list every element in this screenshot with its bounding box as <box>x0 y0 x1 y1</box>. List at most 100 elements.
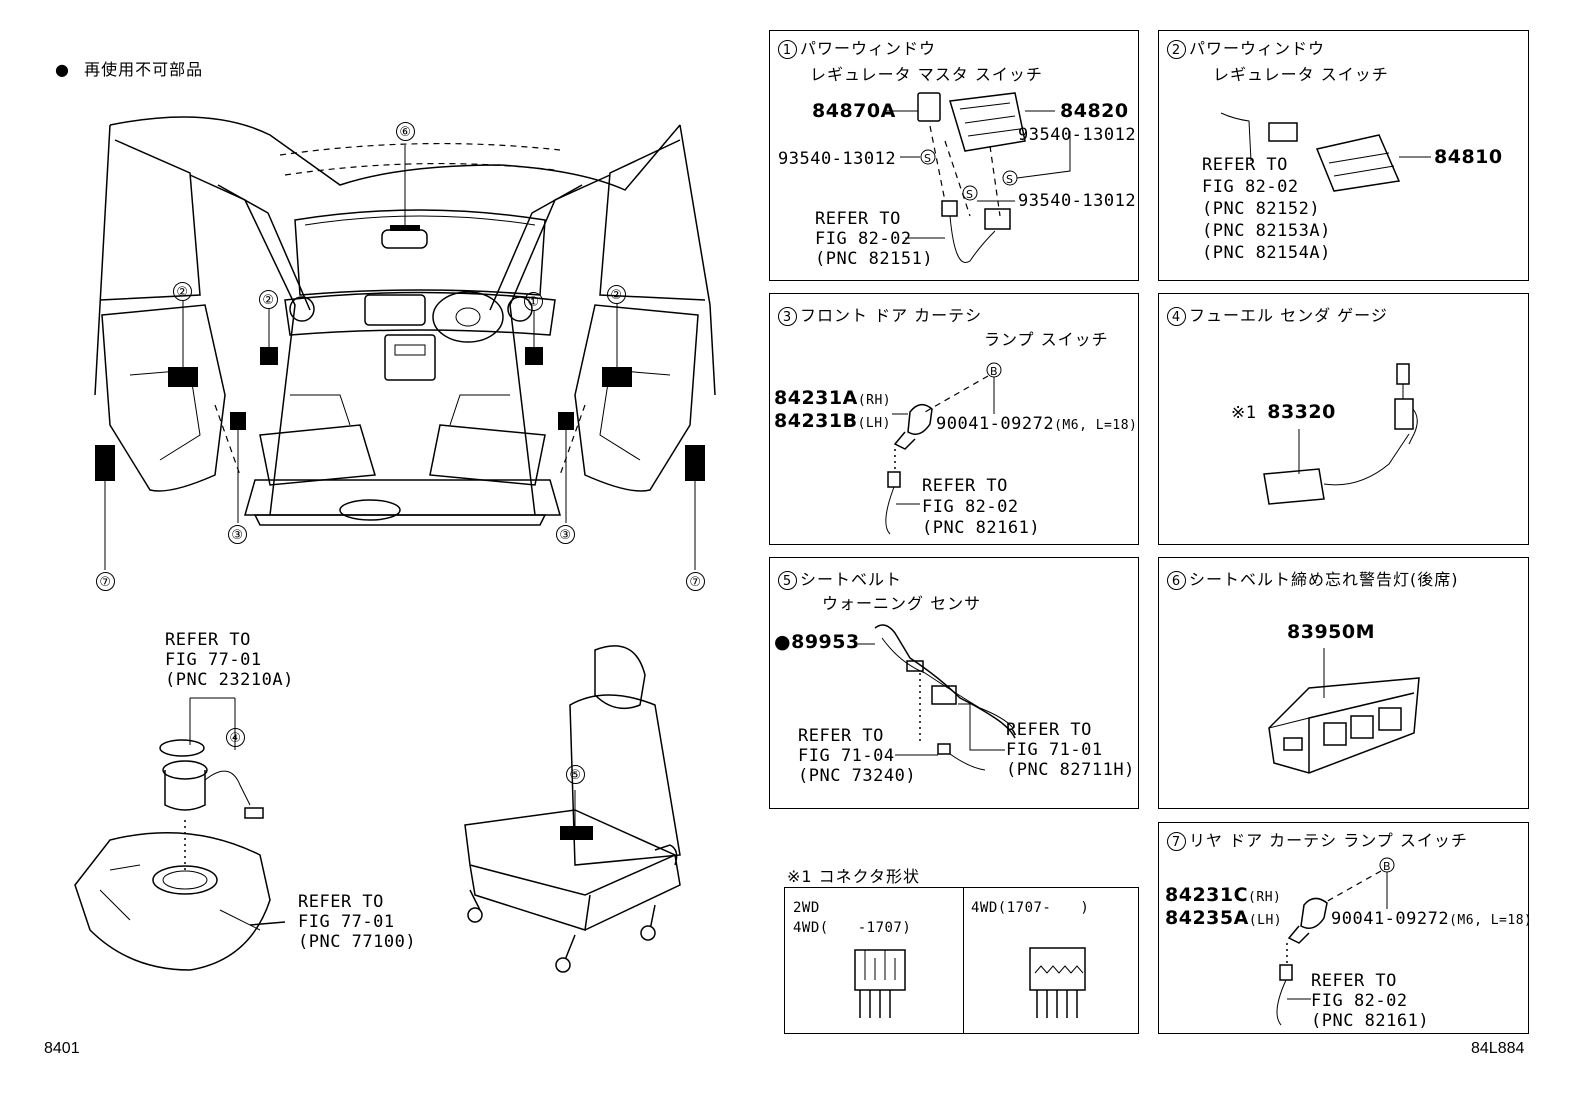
part-number-84231c: 84231C <box>1165 884 1249 906</box>
refer-line: (PNC 82153A) <box>1202 221 1331 241</box>
panel-number-badge: 7 <box>1167 832 1186 851</box>
non-reusable-bullet: ● <box>774 631 792 653</box>
rear-courtesy-switch-drawing: B <box>1276 857 1395 1026</box>
part-number-84235a: 84235A <box>1165 907 1249 929</box>
non-reusable-bullet: ● <box>55 60 70 79</box>
refer-line: REFER TO <box>1006 720 1092 740</box>
legend: ● 再使用不可部品 <box>55 60 203 80</box>
refer-line: FIG 77-01 <box>165 650 262 670</box>
refer-line: (PNC 82161) <box>1311 1011 1430 1031</box>
s-mark-text: S <box>1006 173 1013 186</box>
connector-note-mark: ※1 <box>1231 403 1257 423</box>
refer-line: (PNC 82152) <box>1202 199 1321 219</box>
connector-right-label: 4WD(1707- ) <box>971 900 1090 916</box>
part-number-84231a: 84231A <box>774 387 858 409</box>
callout-7-left: ⑦ <box>96 571 118 591</box>
refer-line: REFER TO <box>298 892 384 912</box>
callout-7-right: ⑦ <box>686 571 708 591</box>
refer-line: (PNC 23210A) <box>165 670 294 690</box>
connector-left-label: 2WD 4WD( -1707) <box>793 898 911 938</box>
refer-line: (PNC 82711H) <box>1006 760 1135 780</box>
callout-2-center: ② <box>259 289 281 309</box>
panel-1-refer: REFER TO FIG 82-02 (PNC 82151) <box>815 209 933 269</box>
bolt-part-number: 90041-09272 <box>936 414 1055 434</box>
refer-line: FIG 71-01 <box>1006 740 1103 760</box>
callout-5: ⑤ <box>566 764 588 784</box>
fuel-pump-refer: REFER TO FIG 77-01 (PNC 23210A) <box>165 630 294 690</box>
panel-7-bolt: 90041-09272(M6, L=18) <box>1331 909 1532 931</box>
part-number-83950m: 83950M <box>1287 621 1376 643</box>
part-number-84820: 84820 <box>1060 100 1129 122</box>
refer-line: (PNC 77100) <box>298 932 417 952</box>
refer-line: REFER TO <box>165 630 251 650</box>
refer-line: FIG 82-02 <box>1202 177 1299 197</box>
s-mark-text: S <box>966 188 973 201</box>
panel-number-badge: 1 <box>778 40 797 59</box>
refer-line: (PNC 82154A) <box>1202 243 1331 263</box>
legend-text: 再使用不可部品 <box>84 60 204 79</box>
panel-number-badge: 6 <box>1167 571 1186 590</box>
panel-5-refer-right: REFER TO FIG 71-01 (PNC 82711H) <box>1006 720 1135 780</box>
screw-part-bottom: 93540-13012 <box>1018 191 1137 211</box>
connector-shape-heading: ※1 コネクタ形状 <box>787 867 921 886</box>
panel-number-badge: 4 <box>1167 307 1186 326</box>
page-code-right: 84L884 <box>1471 1040 1525 1057</box>
refer-line: FIG 82-02 <box>1311 991 1408 1011</box>
bolt-part-number: 90041-09272 <box>1331 909 1450 929</box>
connector-shape-table: 2WD 4WD( -1707) 4WD(1707- ) <box>784 887 1139 1034</box>
b-mark-text: B <box>990 365 998 378</box>
connector-divider <box>963 888 964 1033</box>
refer-line: (PNC 82151) <box>815 249 934 269</box>
b-mark-text: B <box>1383 860 1391 873</box>
part-number-89953: 89953 <box>791 631 860 653</box>
callout-6: ⑥ <box>396 121 418 141</box>
front-courtesy-switch-drawing: B <box>885 362 1002 535</box>
panel-4-part: ※1 83320 <box>1231 402 1336 423</box>
refer-line: REFER TO <box>922 476 1008 496</box>
connector-variant-label: 4WD( -1707) <box>793 920 912 936</box>
refer-line: FIG 77-01 <box>298 912 395 932</box>
panel-2-subtitle: レギュレータ スイッチ <box>1213 65 1389 84</box>
panel-1-subtitle: レギュレータ マスタ スイッチ <box>810 65 1043 84</box>
panel-7-parts: 84231C(RH) 84235A(LH) <box>1165 884 1283 929</box>
panel-3-refer: REFER TO FIG 82-02 (PNC 82161) <box>922 476 1040 539</box>
refer-line: FIG 82-02 <box>815 229 912 249</box>
panel-5-subtitle: ウォーニング センサ <box>822 594 982 613</box>
screw-part-left: 93540-13012 <box>778 149 897 169</box>
refer-line: FIG 71-04 <box>798 746 895 766</box>
bolt-spec: (M6, L=18) <box>1054 418 1138 433</box>
vehicle-interior-illustration <box>94 116 716 570</box>
callout-2-left: ② <box>173 281 195 301</box>
panel-number-badge: 3 <box>778 307 797 326</box>
screw-part-right: 93540-13012 <box>1018 125 1137 145</box>
s-mark-text: S <box>924 152 931 165</box>
page-code-left: 8401 <box>44 1040 80 1057</box>
panel-5-refer-left: REFER TO FIG 71-04 (PNC 73240) <box>798 726 916 786</box>
part-number-84810: 84810 <box>1434 146 1503 168</box>
panel-3-subtitle: ランプ スイッチ <box>984 330 1109 349</box>
panel-7-refer: REFER TO FIG 82-02 (PNC 82161) <box>1311 971 1429 1031</box>
panel-number-badge: 2 <box>1167 40 1186 59</box>
reminder-lamp-drawing <box>1268 648 1420 774</box>
panel-2-refer: REFER TO FIG 82-02 (PNC 82152) (PNC 8215… <box>1202 154 1331 264</box>
fuel-tank-refer: REFER TO FIG 77-01 (PNC 77100) <box>298 892 416 952</box>
refer-line: FIG 82-02 <box>922 497 1019 517</box>
regulator-switch-drawing <box>1220 112 1431 192</box>
callout-1: ① <box>524 291 546 311</box>
panel-3-parts: 84231A(RH) 84231B(LH) <box>774 387 892 432</box>
callout-3-right: ③ <box>556 524 578 544</box>
fuel-tank-illustration <box>74 697 286 971</box>
